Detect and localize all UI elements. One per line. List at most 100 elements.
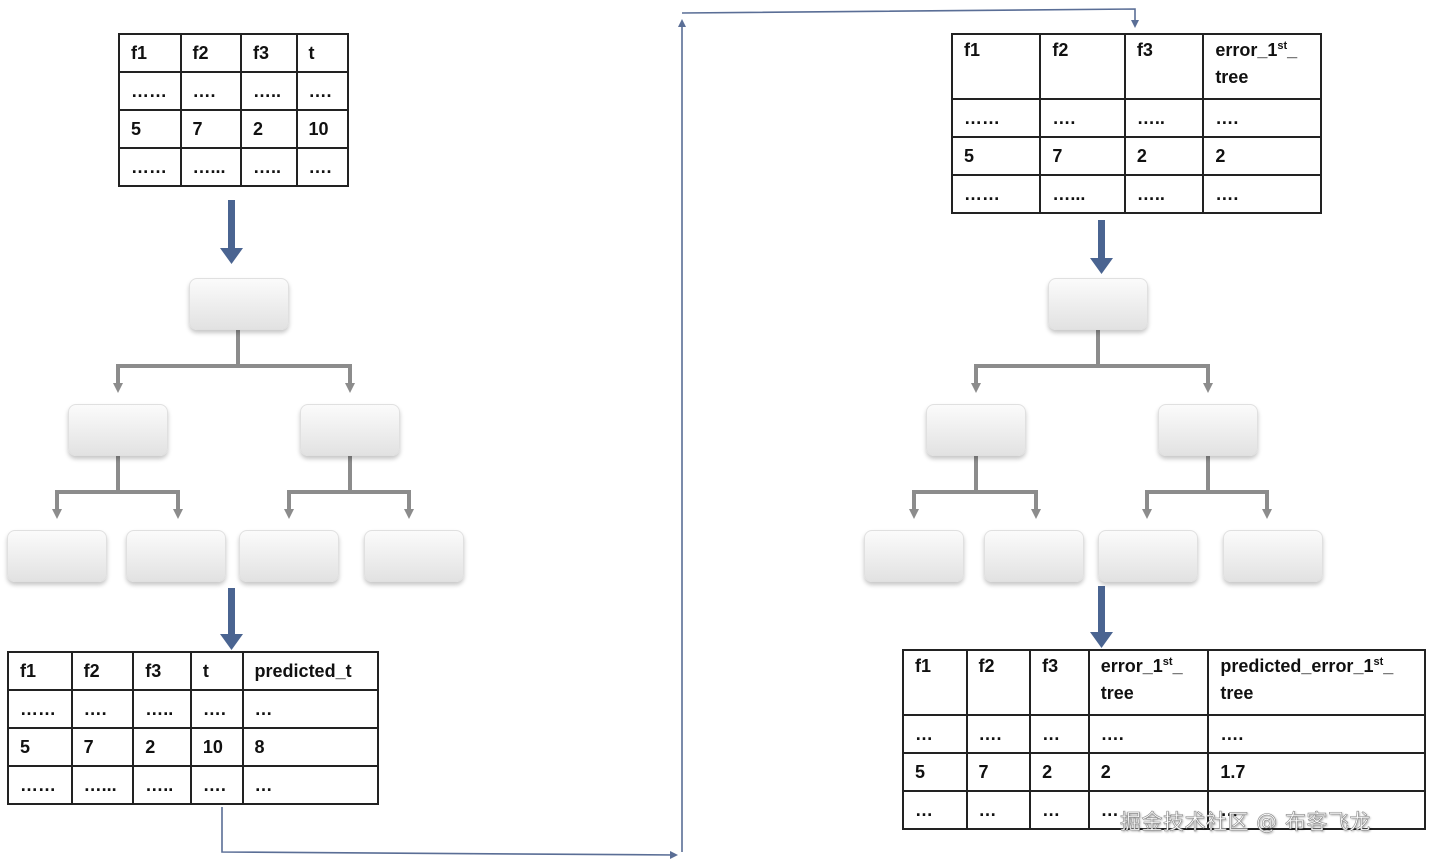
table-cell: … (902, 714, 968, 754)
table-cell: …… (7, 689, 73, 729)
input-table: f1 f2 f3 t …… …. ….. …. 5 7 2 10 …… …...… (118, 33, 350, 187)
header-text: _ (1287, 40, 1298, 60)
table-cell: …... (179, 147, 243, 187)
table-cell: ….. (132, 689, 192, 729)
header-superscript: st (1277, 40, 1288, 52)
table-row: f1 f2 f3 t predicted_t (7, 651, 380, 691)
table-row: 5 7 2 10 8 (7, 727, 380, 767)
table-header-cell: f2 (965, 649, 1032, 716)
table-cell: … (1087, 790, 1210, 830)
tree-node-left (926, 404, 1026, 456)
table-header-cell: f3 (1029, 649, 1090, 716)
tree-leaf (239, 530, 339, 582)
table-cell: …. (295, 147, 350, 187)
tree-node-root (189, 278, 289, 330)
table-row: …… …. ….. …. (950, 98, 1322, 138)
header-text: _ (1172, 656, 1183, 676)
table-row: …… …... ….. …. … (7, 765, 380, 805)
table-cell: 2 (1202, 136, 1322, 176)
table-header-cell: f1 (902, 649, 968, 716)
table-cell: … (1029, 790, 1090, 830)
tree-node-left (68, 404, 168, 456)
table-cell: 1.7 (1207, 752, 1426, 792)
table-cell: 7 (179, 109, 243, 149)
flow-connector (221, 8, 1139, 859)
table-cell: 5 (950, 136, 1042, 176)
table-row: f1 f2 f3 error_1st_tree (950, 33, 1322, 100)
left-tree-edges (52, 330, 414, 519)
table-cell: 2 (1029, 752, 1090, 792)
tree-leaf (1098, 530, 1198, 582)
table-cell: …. (179, 71, 243, 111)
table-cell: 5 (7, 727, 73, 767)
table-cell: …. (1202, 174, 1322, 214)
table-cell: ….. (240, 71, 298, 111)
tree-node-root (1048, 278, 1148, 330)
tree-node-right (1158, 404, 1258, 456)
table-header-cell: f1 (118, 33, 182, 73)
table-cell: …... (1039, 174, 1126, 214)
table-header-cell: f2 (70, 651, 135, 691)
table-cell: 10 (189, 727, 244, 767)
table-header-cell: predicted_error_1st_tree (1207, 649, 1426, 716)
table-cell: …… (950, 98, 1042, 138)
tree-leaf (7, 530, 107, 582)
down-arrow-icon (220, 588, 243, 650)
table-cell: …… (118, 71, 182, 111)
table-row: … …. … …. …. (902, 714, 1426, 754)
table-row: …… …. ….. …. (118, 71, 350, 111)
down-arrow-icon (220, 200, 243, 264)
residual-prediction-table: f1 f2 f3 error_1st_tree predicted_error_… (902, 649, 1426, 830)
down-arrow-icon (1090, 586, 1113, 648)
down-arrow-icon (1090, 220, 1113, 274)
table-cell: ….. (1123, 174, 1205, 214)
table-cell: …. (189, 765, 244, 805)
header-text: tree (1220, 683, 1254, 703)
header-text: error_1 (1100, 656, 1163, 676)
table-cell: 7 (965, 752, 1032, 792)
table-cell: …. (295, 71, 350, 111)
table-cell: …… (7, 765, 73, 805)
table-cell: …. (1207, 714, 1426, 754)
table-row: …… …... ….. …. (950, 174, 1322, 214)
tree-leaf (364, 530, 464, 582)
table-header-cell: f1 (950, 33, 1042, 100)
table-header-cell: predicted_t (241, 651, 380, 691)
table-row: … … … … … (902, 790, 1426, 830)
table-header-cell: f1 (7, 651, 73, 691)
table-row: …… …. ….. …. … (7, 689, 380, 729)
table-cell: 7 (1039, 136, 1126, 176)
header-superscript: st (1162, 656, 1173, 668)
table-cell: … (902, 790, 968, 830)
table-cell: …. (965, 714, 1032, 754)
table-header-cell: t (189, 651, 244, 691)
table-cell: 10 (295, 109, 350, 149)
table-cell: 2 (132, 727, 192, 767)
table-cell: ….. (240, 147, 298, 187)
table-row: 5 7 2 2 (950, 136, 1322, 176)
table-cell: …. (70, 689, 135, 729)
right-tree-edges (909, 330, 1272, 519)
table-cell: … (965, 790, 1032, 830)
header-text: predicted_error_1 (1220, 656, 1374, 676)
table-cell: 5 (118, 109, 182, 149)
table-cell: … (1207, 790, 1426, 830)
tree-leaf (864, 530, 964, 582)
table-cell: 2 (1123, 136, 1205, 176)
header-superscript: st (1373, 656, 1384, 668)
table-row: f1 f2 f3 t (118, 33, 350, 73)
table-cell: 2 (240, 109, 298, 149)
table-cell: …. (189, 689, 244, 729)
tree-node-right (300, 404, 400, 456)
table-header-cell: t (295, 33, 350, 73)
header-text: tree (1215, 67, 1249, 87)
residual-table: f1 f2 f3 error_1st_tree …… …. ….. …. 5 7… (950, 33, 1322, 214)
table-cell: …... (70, 765, 135, 805)
table-row: …… …... ….. …. (118, 147, 350, 187)
header-text: error_1 (1215, 40, 1278, 60)
table-header-cell: error_1st_tree (1202, 33, 1322, 100)
table-cell: 7 (70, 727, 135, 767)
header-text: _ (1383, 656, 1394, 676)
tree-leaf (126, 530, 226, 582)
